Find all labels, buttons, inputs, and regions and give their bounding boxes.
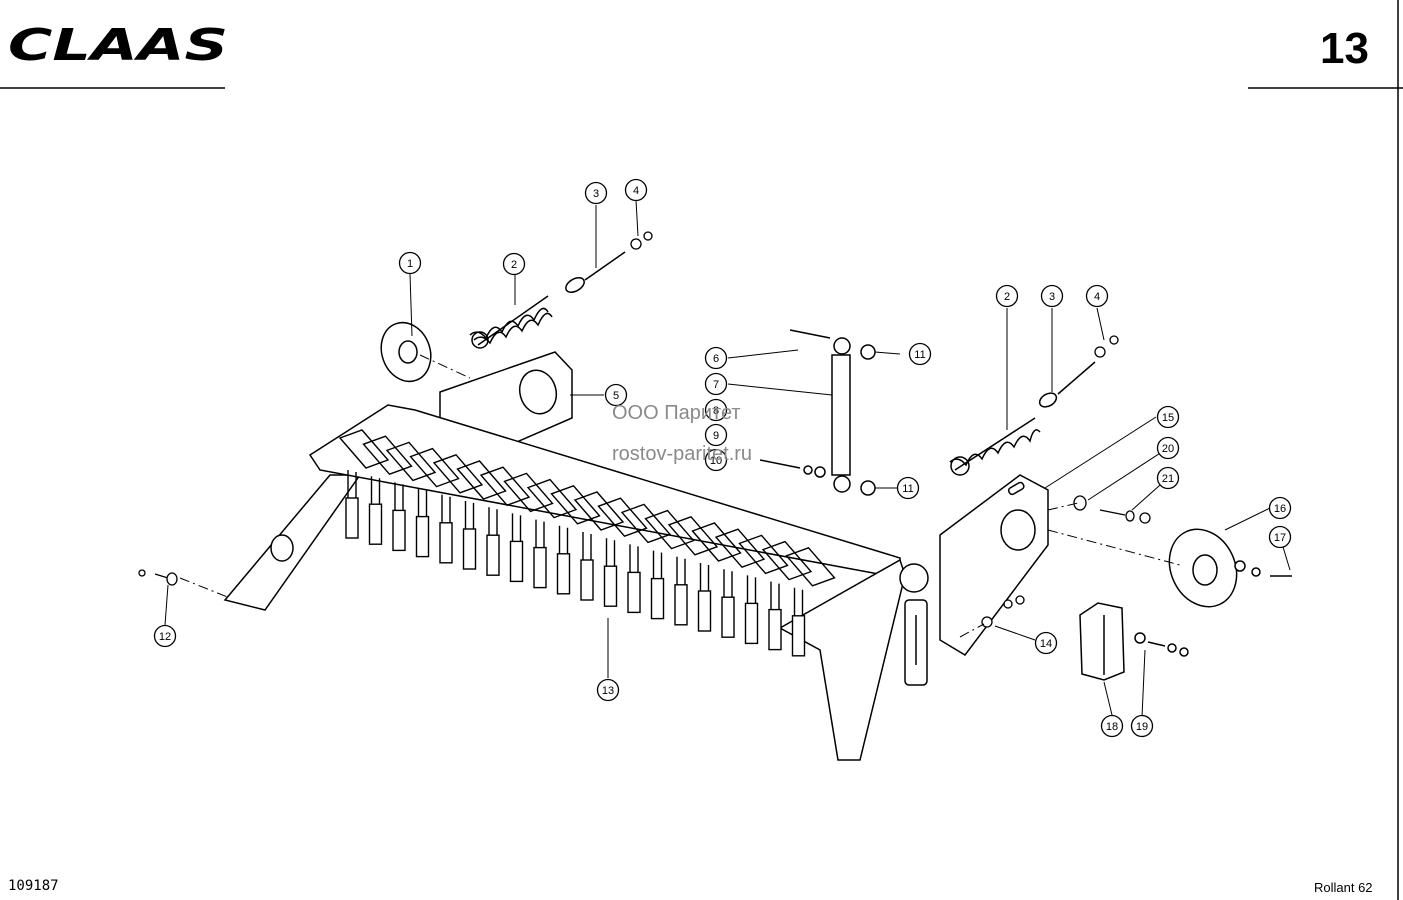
callout-circle [704, 448, 728, 472]
callout-circle [624, 178, 648, 202]
callout-circle [584, 181, 608, 205]
callout-label: 2 [1004, 291, 1010, 303]
shock-absorber [759, 329, 876, 496]
tine-foot [392, 509, 406, 552]
nut-right [1094, 335, 1119, 358]
tine-foot [697, 590, 712, 632]
bolt-set-20-21 [1073, 495, 1151, 524]
callout-circle [908, 342, 932, 366]
callout-circle [704, 398, 728, 422]
spring-right [949, 417, 1041, 476]
callout-circle [1100, 714, 1124, 738]
callout-label: 10 [710, 455, 722, 467]
callout-circle [596, 678, 620, 702]
tine-foot [415, 515, 430, 558]
callout-label: 16 [1274, 503, 1286, 515]
drawing-number: 109187 [8, 878, 59, 894]
tine-row [338, 429, 836, 657]
tine-foot [462, 528, 477, 570]
callout-label: 21 [1162, 473, 1174, 485]
callout-circle [1130, 714, 1154, 738]
callout-circle [1156, 405, 1180, 429]
eye-bolt-left [565, 251, 626, 293]
callout-circle [704, 372, 728, 396]
disc-plate-left [380, 321, 432, 383]
callout-circle [153, 624, 177, 648]
callout-circle [1268, 496, 1292, 520]
tine-foot [674, 584, 688, 626]
callout-circle [1085, 284, 1109, 308]
tine-foot [744, 602, 759, 645]
tine-foot [509, 540, 524, 583]
watermark-line1: ООО Паритет [612, 402, 741, 424]
tine-foot [791, 615, 806, 657]
callout-label: 9 [713, 430, 719, 442]
tine-foot [650, 577, 665, 620]
callout-label: 12 [159, 631, 171, 643]
pickup-frame [223, 404, 929, 761]
callout-label: 13 [602, 685, 614, 697]
tine-foot [721, 596, 735, 638]
tine-foot [627, 571, 641, 614]
bolt-12 [138, 569, 178, 586]
callout-circle [398, 251, 422, 275]
callout-circle [1156, 466, 1180, 490]
alignment-lines [179, 354, 1181, 638]
callout-label: 3 [1049, 291, 1055, 303]
tine-foot [580, 559, 594, 601]
callout-label: 4 [1094, 291, 1100, 303]
callout-circle [502, 252, 526, 276]
callout-circle [1156, 436, 1180, 460]
callout-circle [704, 346, 728, 370]
callout-label: 17 [1274, 532, 1286, 544]
callout-label: 4 [633, 185, 639, 197]
callout-label: 1 [407, 258, 413, 270]
model-label: Rollant 62 [1314, 880, 1373, 895]
callout-label: 19 [1136, 721, 1148, 733]
block-18 [1079, 602, 1189, 681]
spring-left [469, 295, 553, 349]
callout-label: 8 [713, 405, 719, 417]
callout-label: 14 [1040, 638, 1052, 650]
callout-label: 15 [1162, 412, 1174, 424]
callout-label: 5 [613, 390, 619, 402]
page-number: 13 [1320, 24, 1369, 73]
callout-circle [704, 423, 728, 447]
tine-foot [486, 534, 500, 576]
callout-circle [1034, 631, 1058, 655]
brand-logo: CLAAS [8, 20, 228, 71]
tine-foot [556, 553, 571, 595]
tine-foot [533, 546, 547, 589]
callout-label: 11 [914, 349, 925, 361]
callout-circle [995, 284, 1019, 308]
callout-label: 20 [1162, 443, 1174, 455]
brand-logo-text: CLAAS [8, 20, 228, 71]
disc-plate-right [1168, 528, 1292, 608]
eye-bolt-right [1038, 361, 1096, 408]
tine-foot [603, 565, 618, 607]
watermark-line2: rostov-paritet.ru [612, 443, 752, 465]
callout-circle [1040, 284, 1064, 308]
callout-circle [604, 383, 628, 407]
tine-foot [768, 608, 782, 651]
leader-lines [164, 199, 1291, 718]
side-plate-15 [939, 474, 1049, 656]
bolt-14 [981, 595, 1025, 628]
callout-label: 2 [511, 259, 517, 271]
tine-foot [345, 497, 359, 539]
callout-label: 7 [713, 379, 719, 391]
tine-foot [439, 522, 453, 564]
callout-label: 11 [902, 483, 913, 495]
tine-foot [368, 503, 383, 545]
nut-left [630, 231, 653, 250]
callout-label: 18 [1106, 721, 1118, 733]
callout-circle [1268, 525, 1292, 549]
callout-label: 6 [713, 353, 719, 365]
callout-circle [896, 476, 920, 500]
callout-label: 3 [593, 188, 599, 200]
